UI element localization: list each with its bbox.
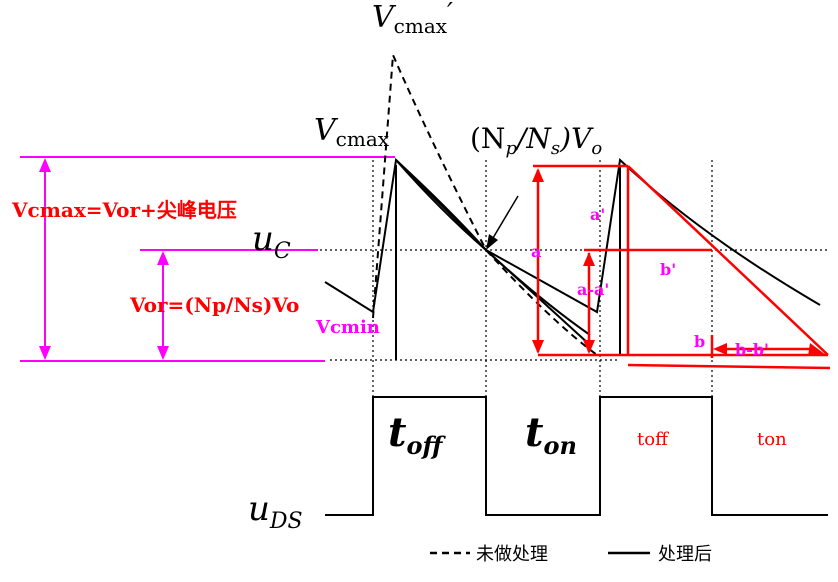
red-diagonal bbox=[627, 165, 829, 356]
magenta-arrowhead-up-1 bbox=[39, 158, 51, 172]
red-annotations bbox=[532, 164, 831, 370]
annotation-b-prime: b' bbox=[660, 260, 676, 279]
label-uds: uDS bbox=[248, 489, 303, 534]
red-a-arrow-down bbox=[532, 340, 544, 354]
annotation-a: a bbox=[531, 242, 541, 261]
annotation-vcmin: Vcmin bbox=[315, 317, 380, 338]
red-b-minus-arrow-right bbox=[808, 343, 826, 356]
annotation-vcmax-eq: Vcmax=Vor+尖峰电压 bbox=[11, 198, 237, 222]
horizontal-dotted-guides bbox=[320, 249, 830, 361]
label-toff-red: toff bbox=[637, 429, 669, 450]
legend: 未做处理 处理后 bbox=[430, 544, 712, 565]
solid-waveform-left bbox=[324, 157, 821, 314]
red-a-minus-arrow-up bbox=[583, 252, 595, 266]
magenta-arrowhead-down-1 bbox=[39, 346, 51, 360]
red-bottom-line-2 bbox=[627, 363, 831, 370]
uds-square-wave bbox=[325, 396, 828, 516]
magenta-arrowhead-down-2 bbox=[157, 346, 169, 360]
label-toff: toff bbox=[388, 409, 446, 460]
annotation-b-minus-b-prime: b-b' bbox=[735, 340, 769, 359]
label-vcmax: Vcmax bbox=[314, 113, 390, 151]
waveform-processed bbox=[324, 157, 821, 360]
label-uc: uC bbox=[252, 219, 291, 264]
legend-solid-label: 处理后 bbox=[658, 544, 712, 565]
annotation-vor-eq: Vor=(Np/Ns)Vo bbox=[129, 293, 299, 317]
magenta-arrowhead-up-2 bbox=[157, 251, 169, 265]
annotation-b: b bbox=[694, 332, 705, 351]
red-a-minus-arrow-down bbox=[583, 340, 595, 354]
label-ton-red: ton bbox=[757, 429, 787, 450]
red-b-minus-arrow-left bbox=[713, 343, 727, 355]
annotation-a-prime: a' bbox=[590, 205, 605, 224]
label-ton: ton bbox=[525, 409, 577, 460]
magenta-reference bbox=[20, 156, 395, 362]
label-np-ns-vo: (Np/Ns)Vo bbox=[470, 122, 602, 159]
solid-waveform-inner-2 bbox=[395, 159, 591, 336]
red-a-arrow-up bbox=[532, 168, 544, 182]
waveform-unprocessed-dashed bbox=[372, 54, 605, 356]
ratio-pointer-line bbox=[489, 195, 519, 244]
label-vcmax-prime: Vcmax′ bbox=[372, 0, 453, 38]
legend-dashed-label: 未做处理 bbox=[476, 544, 548, 565]
ratio-pointer bbox=[486, 195, 519, 250]
annotation-a-minus-a-prime: a-a' bbox=[577, 280, 609, 299]
ratio-pointer-head bbox=[486, 234, 498, 250]
